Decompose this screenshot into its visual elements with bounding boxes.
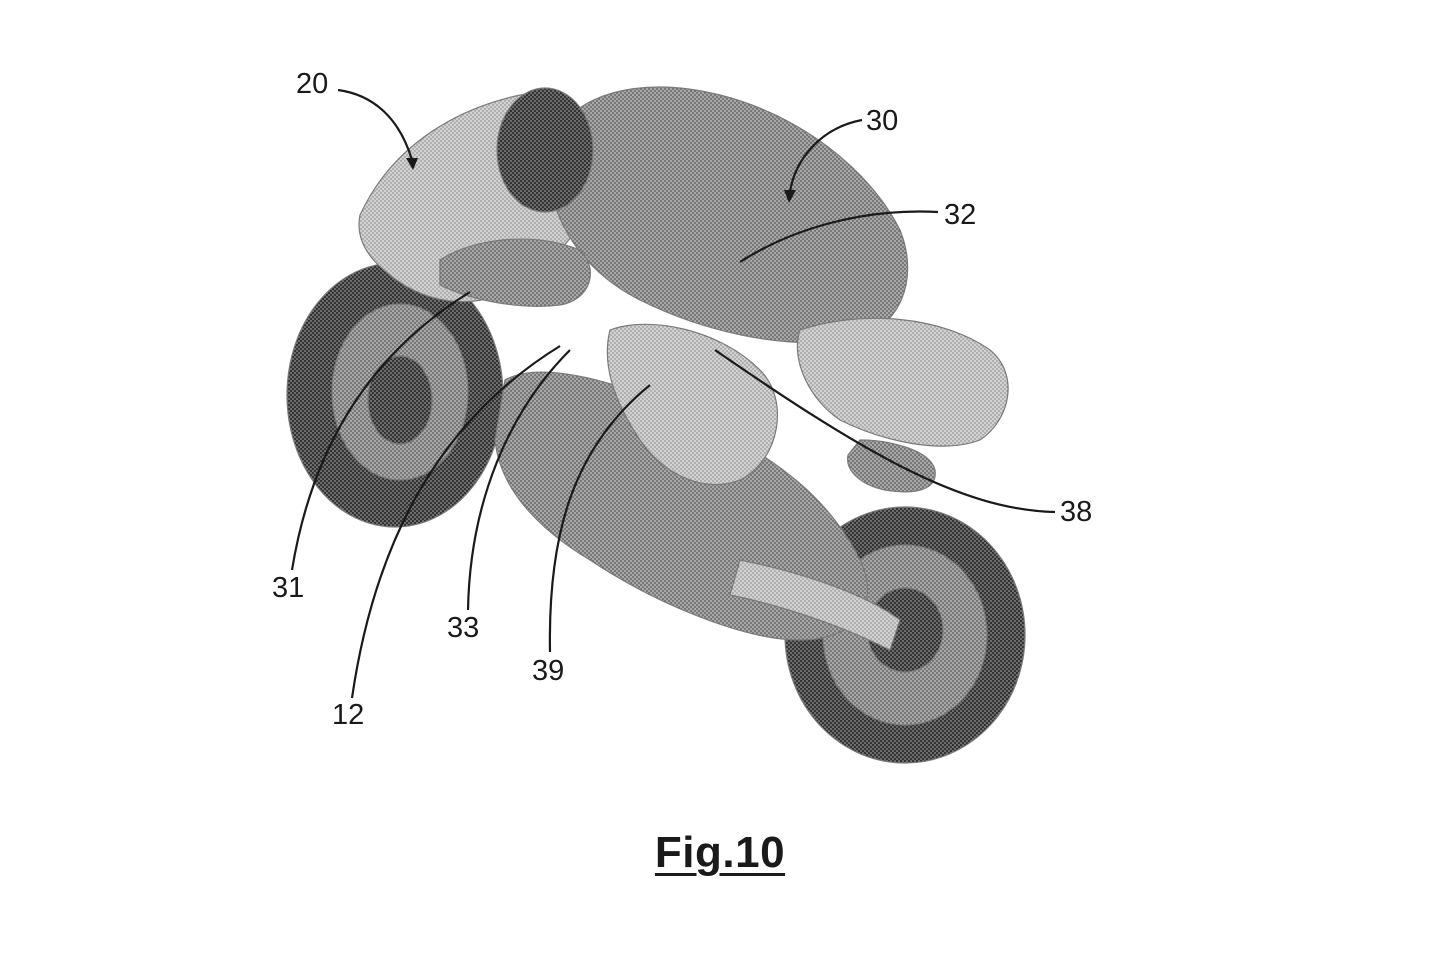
rider-torso <box>548 86 909 344</box>
ref-label-32: 32 <box>944 199 976 231</box>
ref-label-12: 12 <box>332 699 364 731</box>
reference-38: 38 <box>714 349 1092 528</box>
ref-label-39: 39 <box>532 655 564 687</box>
reference-39: 39 <box>532 384 651 687</box>
reference-33: 33 <box>447 349 571 644</box>
reference-30: 30 <box>784 105 898 203</box>
front-wheel <box>286 262 504 528</box>
rider-arm <box>439 238 591 307</box>
ref-label-20: 20 <box>296 68 328 100</box>
swingarm <box>729 559 901 651</box>
ref-label-31: 31 <box>272 572 304 604</box>
exhaust <box>847 439 936 493</box>
ref-label-30: 30 <box>866 105 898 137</box>
ref-label-33: 33 <box>447 612 479 644</box>
reference-32: 32 <box>739 199 976 263</box>
figure-caption: Fig.10 <box>0 828 1440 878</box>
figure-caption-text: Fig.10 <box>654 828 786 877</box>
rider-helmet <box>496 87 594 213</box>
tail-section <box>796 317 1009 447</box>
ref-label-38: 38 <box>1060 496 1092 528</box>
reference-31: 31 <box>272 291 471 604</box>
motorcycle-illustration <box>286 86 1026 764</box>
reference-12: 12 <box>332 345 561 731</box>
reference-20: 20 <box>296 68 418 170</box>
